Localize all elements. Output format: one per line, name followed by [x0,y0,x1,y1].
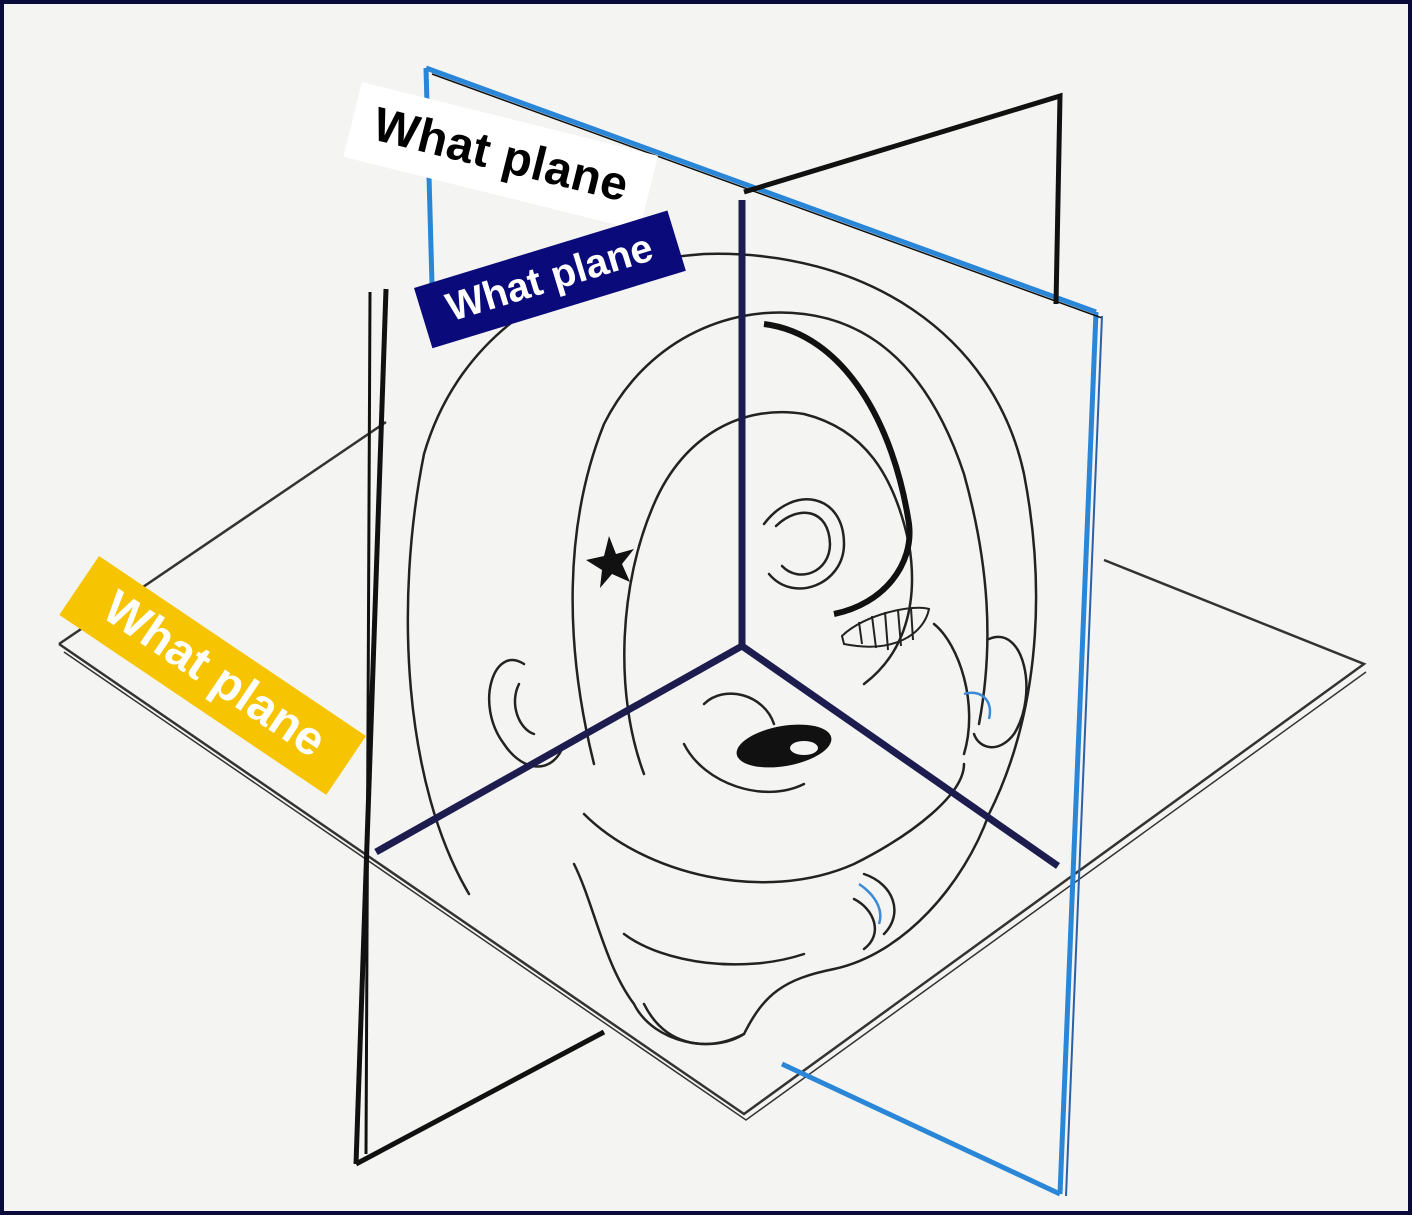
hatched-shape [842,608,929,650]
star-mark [586,536,634,588]
three-planes-head-sketch [4,4,1408,1211]
horizontal-plane [59,422,1366,1120]
sketch-features [586,324,990,924]
dark-oval [733,718,834,774]
head-sketch [408,254,1036,1044]
coronal-plane [356,96,1060,1164]
sagittal-plane [426,68,1102,1196]
